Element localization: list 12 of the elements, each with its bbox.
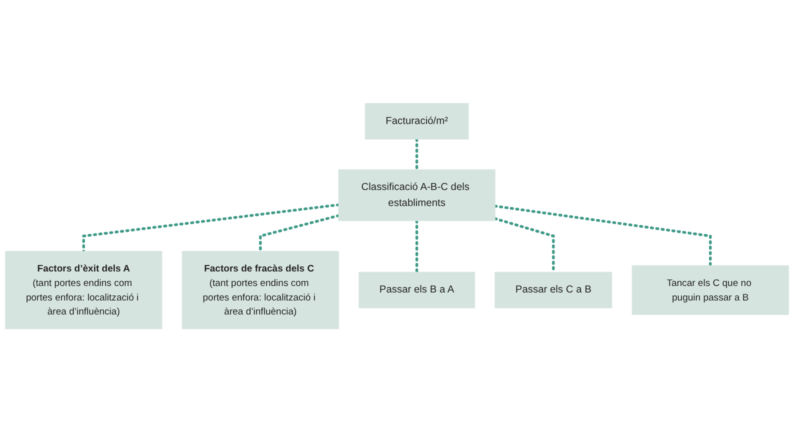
node-box: Passar els B a A	[358, 272, 475, 309]
connector	[415, 138, 418, 172]
node-box: Tancar els C que no puguin passar a B	[632, 266, 789, 316]
connector	[494, 205, 712, 268]
connector	[259, 214, 340, 254]
node-box: Classificació A-B-C dels establiments	[338, 170, 496, 222]
node-box: Passar els C a B	[494, 272, 612, 309]
node-box: Facturació/m²	[364, 103, 469, 140]
connector	[82, 204, 340, 254]
connector	[415, 220, 418, 274]
node-box: Factors d’èxit dels A (tant portes endins com portes enfora: localització i àrea d’influència)	[5, 251, 162, 330]
node-box: Factors de fracàs dels C (tant portes endins com portes enfora: localització i àrea d’influència)	[182, 251, 339, 330]
